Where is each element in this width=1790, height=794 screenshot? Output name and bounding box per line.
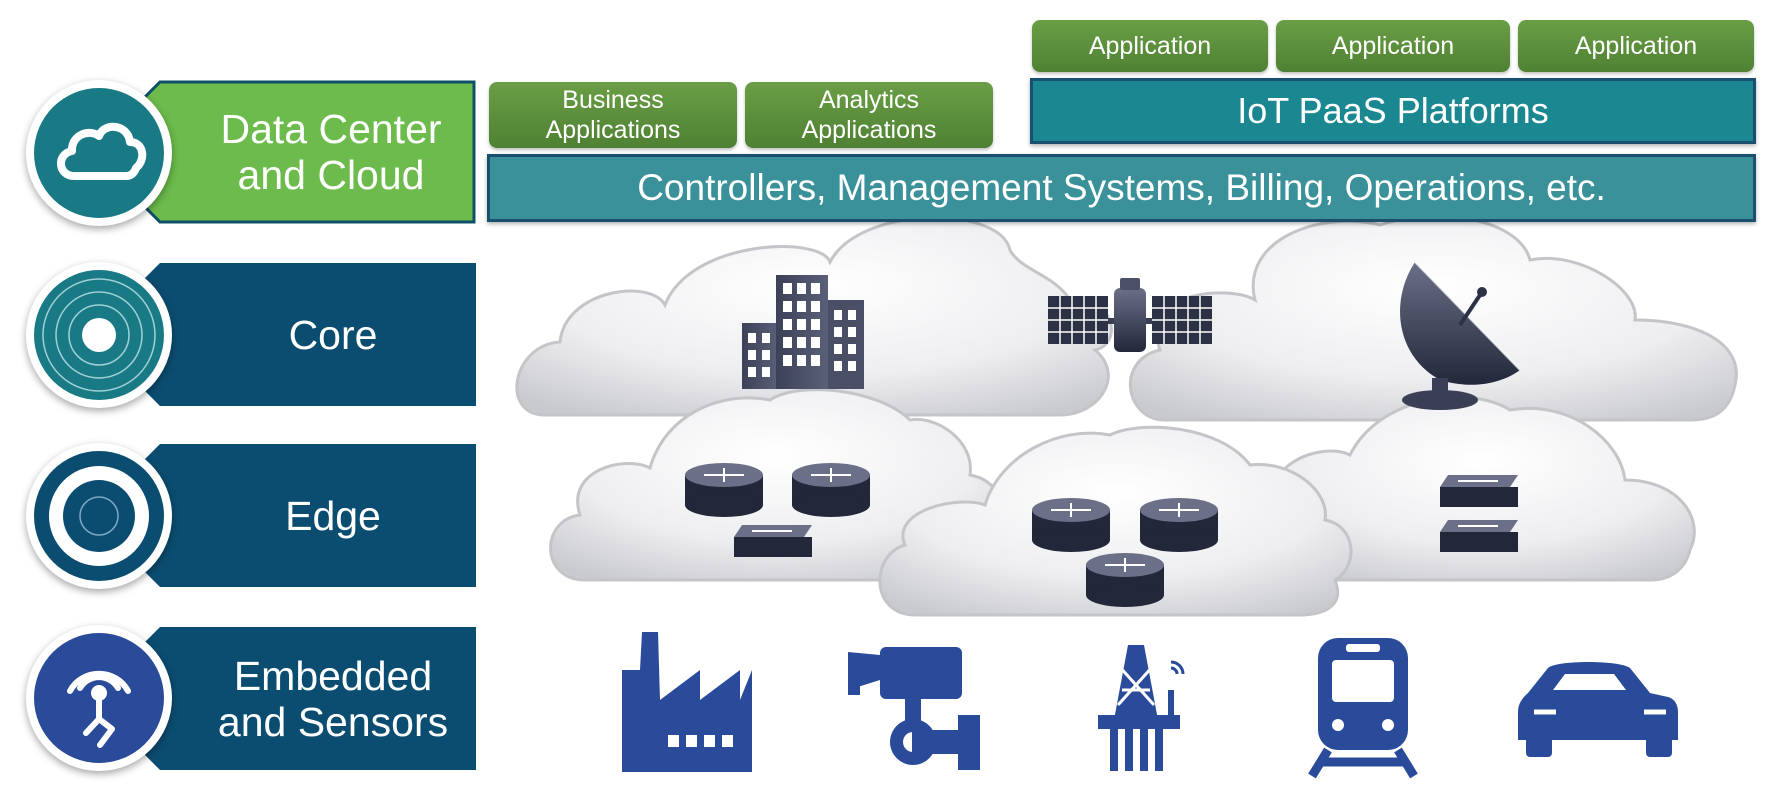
switch-icon bbox=[1440, 475, 1518, 507]
train-icon bbox=[1308, 638, 1418, 779]
business-applications-button[interactable]: Business Applications bbox=[489, 82, 737, 148]
sensor-icons bbox=[622, 632, 1678, 779]
router-icon bbox=[1140, 498, 1218, 552]
data-center-layer-label: Data Center and Cloud bbox=[220, 106, 442, 198]
router-icon bbox=[792, 463, 870, 517]
office-building-icon bbox=[742, 275, 864, 389]
sensor-antenna-icon bbox=[67, 670, 131, 748]
edge-layer-label: Edge bbox=[285, 492, 381, 539]
embedded-layer-label: Embedded and Sensors bbox=[217, 652, 449, 745]
switch-icons bbox=[734, 475, 1518, 557]
edge-badge bbox=[26, 443, 172, 589]
layer-shapes bbox=[138, 80, 476, 770]
target-icon bbox=[49, 466, 149, 566]
analytics-applications-button[interactable]: Analytics Applications bbox=[745, 82, 993, 148]
router-icon bbox=[1032, 498, 1110, 552]
data-center-badge bbox=[26, 80, 172, 226]
router-icon bbox=[1086, 553, 1164, 607]
switch-icon bbox=[1440, 520, 1518, 552]
security-camera-icon bbox=[848, 647, 980, 770]
factory-icon bbox=[622, 632, 752, 772]
embedded-layer-shape bbox=[140, 627, 476, 770]
concentric-rings-icon bbox=[42, 278, 156, 392]
core-layer-label: Core bbox=[288, 311, 378, 358]
cloud-icon bbox=[57, 123, 147, 180]
iot-paas-platforms-bar[interactable]: IoT PaaS Platforms bbox=[1030, 78, 1756, 144]
edge-cloud-middle bbox=[878, 425, 1353, 617]
satellite-icon bbox=[1048, 278, 1212, 352]
edge-layer-shape bbox=[140, 444, 476, 587]
car-icon bbox=[1518, 662, 1678, 757]
satellite-dish-icon bbox=[1400, 261, 1521, 410]
application-button-2[interactable]: Application bbox=[1276, 20, 1510, 72]
router-icon bbox=[685, 463, 763, 517]
controllers-management-bar[interactable]: Controllers, Management Systems, Billing… bbox=[487, 154, 1756, 222]
core-layer-shape bbox=[140, 263, 476, 406]
switch-icon bbox=[734, 525, 812, 557]
oil-rig-icon bbox=[1098, 645, 1185, 771]
application-button-1[interactable]: Application bbox=[1032, 20, 1268, 72]
edge-clouds bbox=[549, 388, 1696, 617]
embedded-badge bbox=[26, 625, 172, 771]
core-badge bbox=[26, 262, 172, 408]
application-button-3[interactable]: Application bbox=[1518, 20, 1754, 72]
router-icons bbox=[685, 463, 1218, 607]
